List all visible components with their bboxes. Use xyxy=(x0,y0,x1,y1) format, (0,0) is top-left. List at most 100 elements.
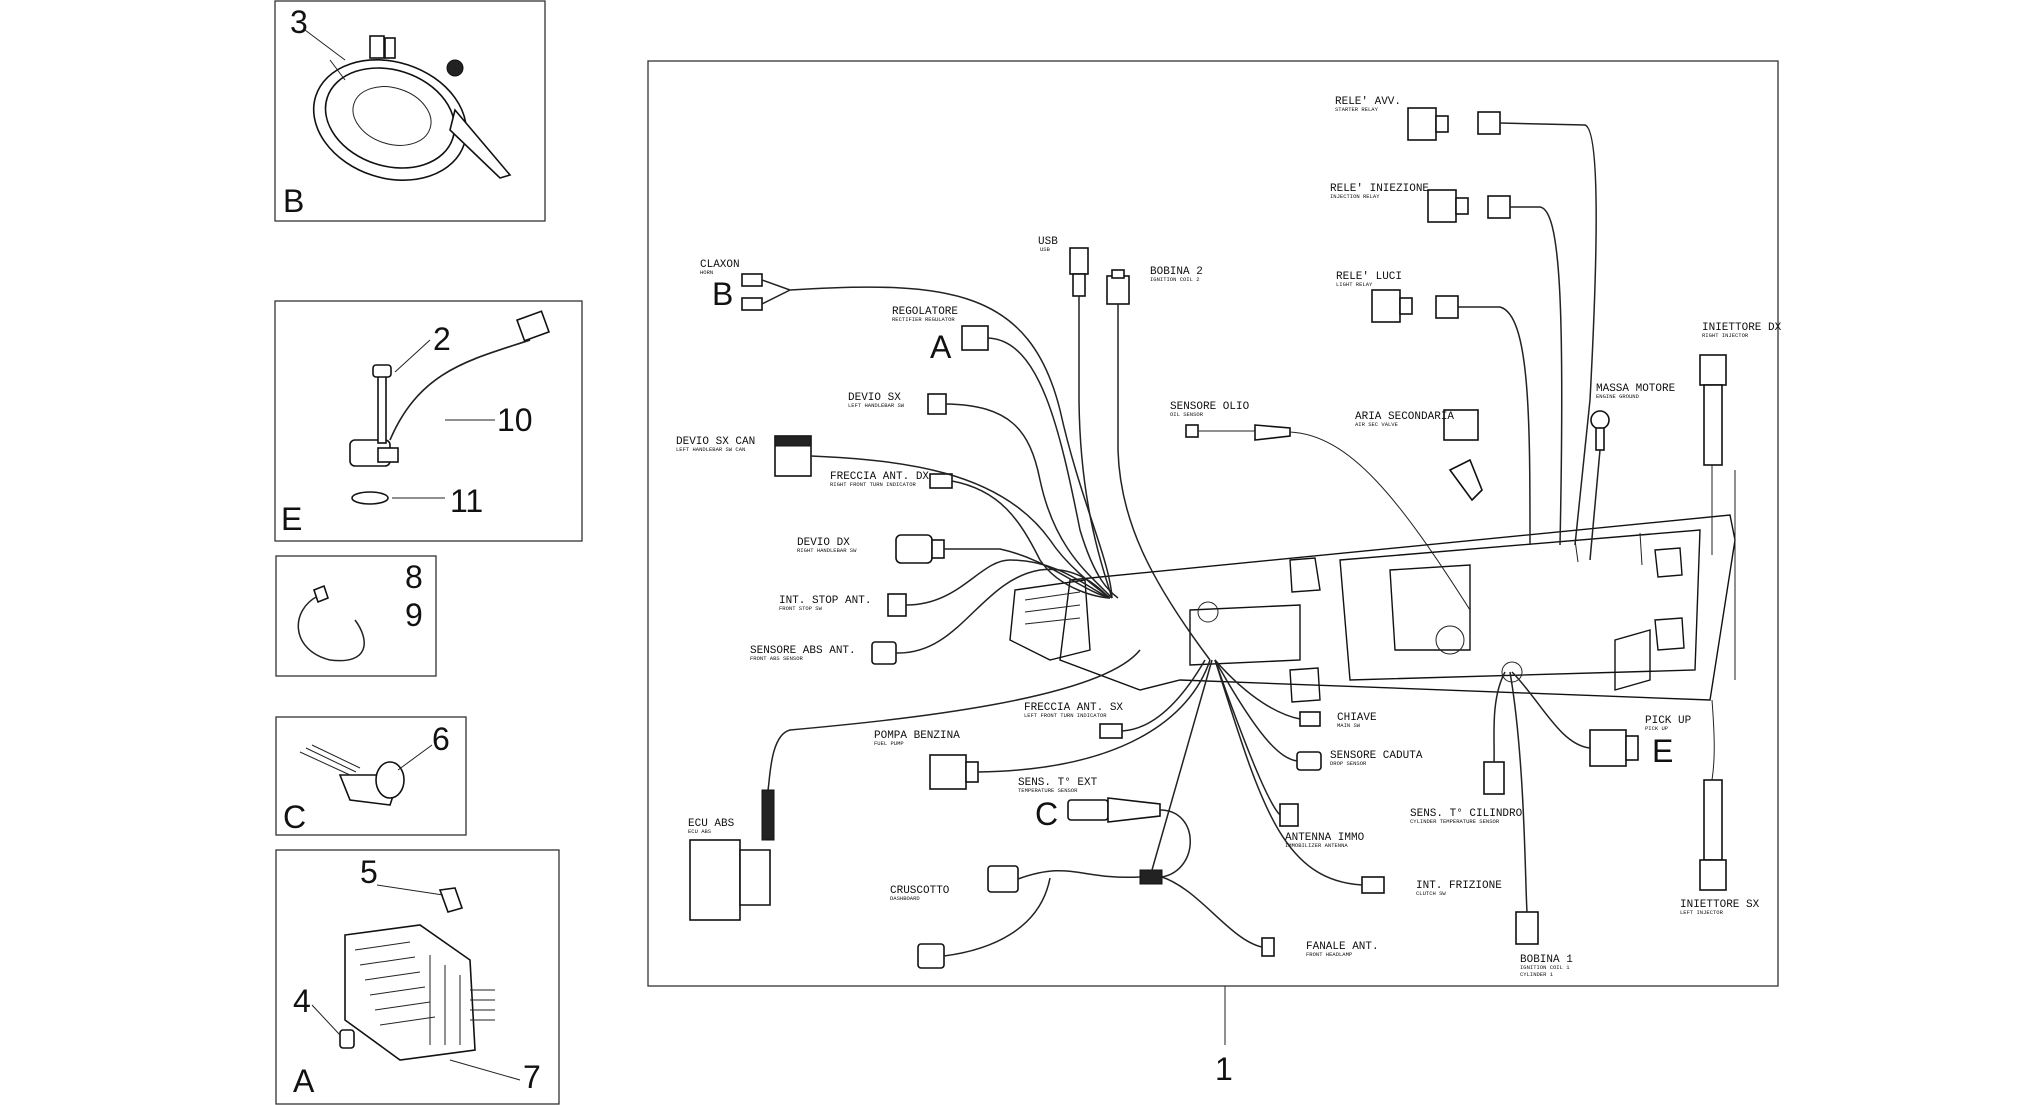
horn-letter: B xyxy=(283,183,304,219)
label-sens-t-ext: SENS. T° EXT xyxy=(1018,777,1098,789)
label-freccia-ant-dx: FRECCIA ANT. DX xyxy=(830,471,929,483)
sensor-letter: E xyxy=(281,501,302,537)
label-pick-up-sub: PICK UP xyxy=(1645,725,1668,732)
label-regolatore-sub: RECTIFIER REGULATOR xyxy=(892,316,955,323)
connector-sens-t-cilindro xyxy=(1483,761,1505,795)
connectors xyxy=(689,107,1727,969)
label-int-stop-ant: INT. STOP ANT. xyxy=(779,595,871,607)
connector-int-stop-ant xyxy=(887,593,907,617)
label-rele-luci: RELE' LUCI xyxy=(1336,271,1402,283)
connector-pompa-benzina xyxy=(929,754,979,790)
plate-number: 6 xyxy=(432,721,450,757)
main-letter-e: E xyxy=(1652,733,1673,769)
regulator-number-4: 4 xyxy=(293,983,311,1019)
label-sensore-olio-sub: OIL SENSOR xyxy=(1170,411,1204,418)
sensor-drawing xyxy=(349,310,551,505)
label-massa-motore-sub: ENGINE GROUND xyxy=(1596,393,1640,400)
plate-drawing xyxy=(299,744,405,806)
label-cruscotto: CRUSCOTTO xyxy=(890,885,950,897)
label-iniettore-dx: INIETTORE DX xyxy=(1702,322,1782,334)
label-claxon-sub: HORN xyxy=(700,269,713,276)
label-ecu-abs: ECU ABS xyxy=(688,818,735,830)
kit-horn: 3 B xyxy=(274,0,546,222)
clip-number-8: 8 xyxy=(405,559,423,595)
clip-drawing xyxy=(297,584,365,662)
kit-horn-frame xyxy=(274,0,546,222)
main-frame xyxy=(647,60,1779,987)
label-iniettore-sx-sub: LEFT INJECTOR xyxy=(1680,909,1724,916)
connector-massa-motore xyxy=(1590,410,1610,451)
label-bobina1-sub2: CYLINDER 1 xyxy=(1520,971,1554,978)
connector-iniettore-sx xyxy=(1699,779,1727,891)
kit-plate-frame xyxy=(275,716,467,836)
horn-number: 3 xyxy=(290,4,308,40)
sensor-number-11: 11 xyxy=(450,483,483,519)
regulator-letter: A xyxy=(293,1063,315,1099)
kit-sensor-frame xyxy=(274,300,583,542)
label-antenna-immo-sub: IMMOBILIZER ANTENNA xyxy=(1285,842,1348,849)
connector-fanale-ant xyxy=(1261,937,1275,957)
label-antenna-immo: ANTENNA IMMO xyxy=(1285,832,1365,844)
connector-rele-avv xyxy=(1407,107,1501,141)
connector-usb xyxy=(1069,247,1089,297)
kit-clip: 8 9 xyxy=(275,555,437,677)
label-claxon: CLAXON xyxy=(700,259,740,271)
label-freccia-ant-sx: FRECCIA ANT. SX xyxy=(1024,702,1123,714)
label-pompa-benzina-sub: FUEL PUMP xyxy=(874,740,904,747)
label-sens-t-ext-sub: TEMPERATURE SENSOR xyxy=(1018,787,1078,794)
label-freccia-ant-sx-sub: LEFT FRONT TURN INDICATOR xyxy=(1024,712,1107,719)
label-rele-iniezione: RELE' INIEZIONE xyxy=(1330,183,1429,195)
label-massa-motore: MASSA MOTORE xyxy=(1596,383,1676,395)
connector-cruscotto xyxy=(987,865,1019,893)
label-iniettore-sx: INIETTORE SX xyxy=(1680,899,1760,911)
label-sensore-abs-ant-sub: FRONT ABS SENSOR xyxy=(750,655,804,662)
label-bobina2: BOBINA 2 xyxy=(1150,266,1203,278)
label-devio-dx: DEVIO DX xyxy=(797,537,850,549)
label-rele-luci-sub: LIGHT RELAY xyxy=(1336,281,1373,288)
connector-rele-luci xyxy=(1371,289,1459,323)
label-devio-sx: DEVIO SX xyxy=(848,392,901,404)
label-usb: USB xyxy=(1038,236,1058,248)
connector-aria-secondaria xyxy=(1443,409,1483,502)
label-regolatore: REGOLATORE xyxy=(892,306,958,318)
label-aria-secondaria: ARIA SECONDARIA xyxy=(1355,411,1454,423)
label-sensore-caduta: SENSORE CADUTA xyxy=(1330,750,1423,762)
label-pompa-benzina: POMPA BENZINA xyxy=(874,730,960,742)
main-letter-b: B xyxy=(712,276,733,312)
label-int-frizione: INT. FRIZIONE xyxy=(1416,880,1502,892)
main-letter-c: C xyxy=(1035,796,1058,832)
connector-devio-sx-can xyxy=(774,435,812,477)
connector-devio-sx xyxy=(927,393,947,415)
connector-sens-t-ext xyxy=(1067,797,1161,823)
wires xyxy=(761,122,1715,957)
plate-leader xyxy=(397,744,433,771)
label-rele-iniezione-sub: INJECTION RELAY xyxy=(1330,193,1380,200)
label-freccia-ant-dx-sub: RIGHT FRONT TURN INDICATOR xyxy=(830,481,917,488)
label-ecu-abs-sub: ECU ABS xyxy=(688,828,712,835)
sensor-number-2: 2 xyxy=(433,321,451,357)
kit-clip-frame xyxy=(275,555,437,677)
label-sens-t-cilindro-sub: CYLINDER TEMPERATURE SENSOR xyxy=(1410,818,1500,825)
sensor-leaders xyxy=(392,339,495,499)
clip-number-9: 9 xyxy=(405,597,423,633)
label-bobina1: BOBINA 1 xyxy=(1520,954,1573,966)
label-iniettore-dx-sub: RIGHT INJECTOR xyxy=(1702,332,1749,339)
connector-claxon xyxy=(741,273,763,311)
connector-freccia-ant-dx xyxy=(929,473,953,489)
label-chiave: CHIAVE xyxy=(1337,712,1377,724)
label-int-frizione-sub: CLUTCH SW xyxy=(1416,890,1446,897)
label-chiave-sub: MAIN SW xyxy=(1337,722,1361,729)
label-int-stop-ant-sub: FRONT STOP SW xyxy=(779,605,823,612)
connector-chiave xyxy=(1299,711,1321,727)
connector-sensore-caduta xyxy=(1296,751,1322,771)
kit-regulator: 5 4 7 A xyxy=(275,849,560,1105)
connector-devio-dx xyxy=(895,534,945,564)
label-bobina2-sub: IGNITION COIL 2 xyxy=(1150,276,1200,283)
connector-regolatore xyxy=(961,325,989,351)
kit-sensor: 2 10 11 E xyxy=(274,300,583,542)
connector-iniettore-dx xyxy=(1699,354,1727,466)
frame-chassis xyxy=(1009,470,1736,703)
main-harness: 1 xyxy=(647,60,1782,1087)
plate-letter: C xyxy=(283,799,306,835)
label-fanale-ant-sub: FRONT HEADLAMP xyxy=(1306,951,1352,958)
